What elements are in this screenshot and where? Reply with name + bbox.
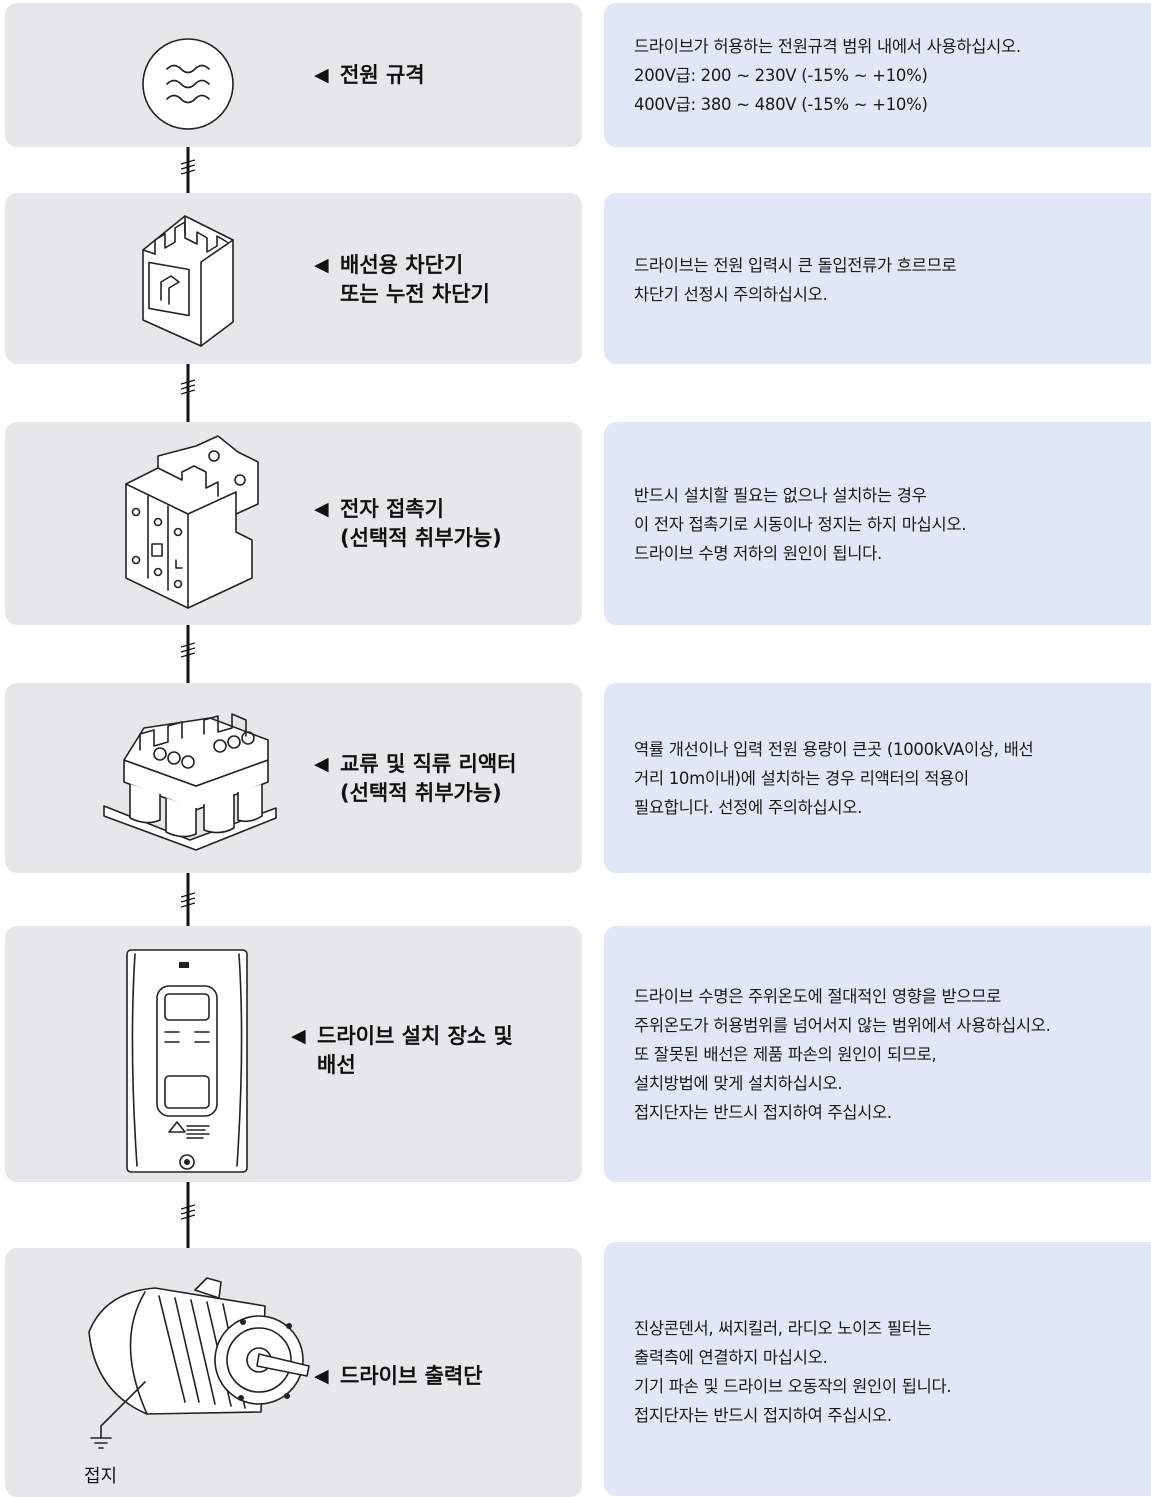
magnetic-contactor-icon <box>125 435 259 609</box>
step-5-label: ◀ 드라이브 설치 장소 및 배선 <box>291 1024 513 1077</box>
pointer-arrow-icon: ◀ <box>314 64 329 86</box>
step-3-label: ◀ 전자 접촉기 (선택적 취부가능) <box>314 497 502 550</box>
step-4-panel <box>5 683 582 873</box>
step-2-description: 드라이브는 전원 입력시 큰 돌입전류가 흐르므로 차단기 선정시 주의하십시오… <box>634 256 957 304</box>
step-4-label: ◀ 교류 및 직류 리액터 (선택적 취부가능) <box>314 752 517 805</box>
step-2-panel <box>5 193 582 364</box>
wire-1 <box>181 147 195 193</box>
step-2-desc-panel <box>604 193 1151 364</box>
reactor-icon <box>103 713 277 851</box>
step-6-description: 진상콘덴서, 써지킬러, 라디오 노이즈 필터는 출력측에 연결하지 마십시오.… <box>634 1319 952 1425</box>
step-3-panel <box>5 422 582 625</box>
pointer-arrow-icon: ◀ <box>291 1025 306 1047</box>
step-3-description: 반드시 설치할 필요는 없으나 설치하는 경우 이 전자 접촉기로 시동이나 정… <box>634 486 967 563</box>
wire-2 <box>181 364 195 422</box>
step-5-panel <box>5 926 582 1182</box>
pointer-arrow-icon: ◀ <box>314 753 329 775</box>
pointer-arrow-icon: ◀ <box>314 254 329 276</box>
step-1-label: ◀ 전원 규격 <box>314 61 425 90</box>
step-6-label: ◀ 드라이브 출력단 <box>314 1362 483 1391</box>
wire-4 <box>181 873 195 926</box>
pointer-arrow-icon: ◀ <box>314 498 329 520</box>
circuit-breaker-icon <box>142 215 234 347</box>
ground-label: 접지 <box>84 1466 118 1487</box>
pointer-arrow-icon: ◀ <box>314 1365 329 1387</box>
step-4-desc-panel <box>604 683 1151 873</box>
step-1-desc-panel <box>604 3 1151 147</box>
step-5-description: 드라이브 수명은 주위온도에 절대적인 영향을 받으므로 주위온도가 허용범위를… <box>634 987 1051 1122</box>
motor-icon <box>88 1277 310 1449</box>
step-3-desc-panel <box>604 422 1151 625</box>
ac-power-source-icon <box>142 38 234 130</box>
step-2-label: ◀ 배선용 차단기 또는 누전 차단기 <box>314 253 490 306</box>
wire-3 <box>181 625 195 683</box>
step-6-desc-panel <box>604 1242 1151 1496</box>
step-1-description: 드라이브가 허용하는 전원규격 범위 내에서 사용하십시오. 200V급: 20… <box>634 37 1021 114</box>
step-5-desc-panel <box>604 926 1151 1182</box>
wire-5 <box>181 1182 195 1248</box>
step-1-panel <box>5 3 582 147</box>
step-4-description: 역률 개선이나 입력 전원 용량이 큰곳 (1000kVA이상, 배선 거리 1… <box>634 740 1034 817</box>
drive-unit-icon <box>126 949 248 1173</box>
